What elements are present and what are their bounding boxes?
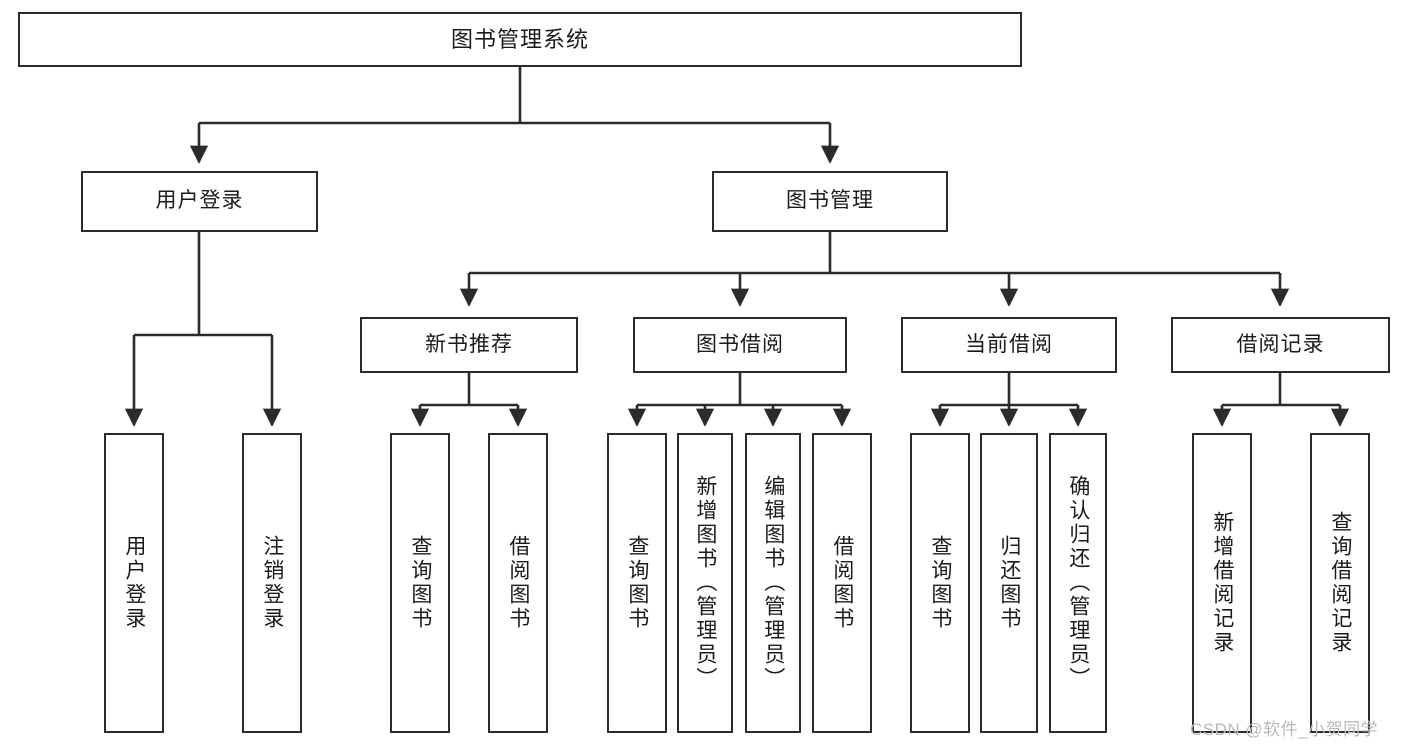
node-label: 查询图书 <box>625 535 649 631</box>
csdn-watermark: CSDN @软件_小贺同学 <box>1190 720 1379 739</box>
leaf-borrow-record-add[interactable]: 新增借阅记录 <box>1192 433 1252 733</box>
node-label: 借阅记录 <box>1236 332 1325 356</box>
leaf-new-book-borrow[interactable]: 借阅图书 <box>488 433 548 733</box>
node-book-management[interactable]: 图书管理 <box>712 171 948 232</box>
node-label: 当前借阅 <box>965 332 1053 356</box>
node-label: 新增借阅记录 <box>1210 511 1234 655</box>
node-label: 注销登录 <box>260 535 284 631</box>
node-book-management-system[interactable]: 图书管理系统 <box>18 12 1022 67</box>
node-label: 新书推荐 <box>425 332 513 356</box>
node-label: 查询借阅记录 <box>1328 511 1352 655</box>
leaf-book-borrow-borrow[interactable]: 借阅图书 <box>812 433 872 733</box>
node-label: 编辑图书（管理员） <box>761 475 785 691</box>
leaf-borrow-record-query[interactable]: 查询借阅记录 <box>1310 433 1370 733</box>
node-label: 查询图书 <box>928 535 952 631</box>
node-label: 借阅图书 <box>506 535 530 631</box>
node-label: 查询图书 <box>408 535 432 631</box>
leaf-book-borrow-edit-admin[interactable]: 编辑图书（管理员） <box>745 433 801 733</box>
leaf-current-borrow-confirm-admin[interactable]: 确认归还（管理员） <box>1049 433 1107 733</box>
node-book-borrow[interactable]: 图书借阅 <box>633 317 847 373</box>
node-label: 确认归还（管理员） <box>1066 475 1090 691</box>
node-label: 用户登录 <box>122 535 146 631</box>
node-label: 新增图书（管理员） <box>693 475 717 691</box>
node-label: 图书管理 <box>786 189 874 213</box>
leaf-book-borrow-add-admin[interactable]: 新增图书（管理员） <box>677 433 733 733</box>
node-user-login[interactable]: 用户登录 <box>81 171 318 232</box>
leaf-user-login-logout[interactable]: 注销登录 <box>242 433 302 733</box>
node-new-book-recommend[interactable]: 新书推荐 <box>360 317 578 373</box>
leaf-user-login-login[interactable]: 用户登录 <box>104 433 164 733</box>
node-label: 用户登录 <box>155 189 244 213</box>
node-label: 图书借阅 <box>696 332 784 356</box>
leaf-current-borrow-query[interactable]: 查询图书 <box>910 433 970 733</box>
leaf-book-borrow-query[interactable]: 查询图书 <box>607 433 667 733</box>
node-label: 归还图书 <box>997 535 1021 631</box>
node-label: 图书管理系统 <box>450 26 589 52</box>
node-label: 借阅图书 <box>830 535 854 631</box>
leaf-current-borrow-return[interactable]: 归还图书 <box>980 433 1038 733</box>
node-borrow-record[interactable]: 借阅记录 <box>1171 317 1390 373</box>
node-current-borrow[interactable]: 当前借阅 <box>901 317 1117 373</box>
leaf-new-book-query[interactable]: 查询图书 <box>390 433 450 733</box>
